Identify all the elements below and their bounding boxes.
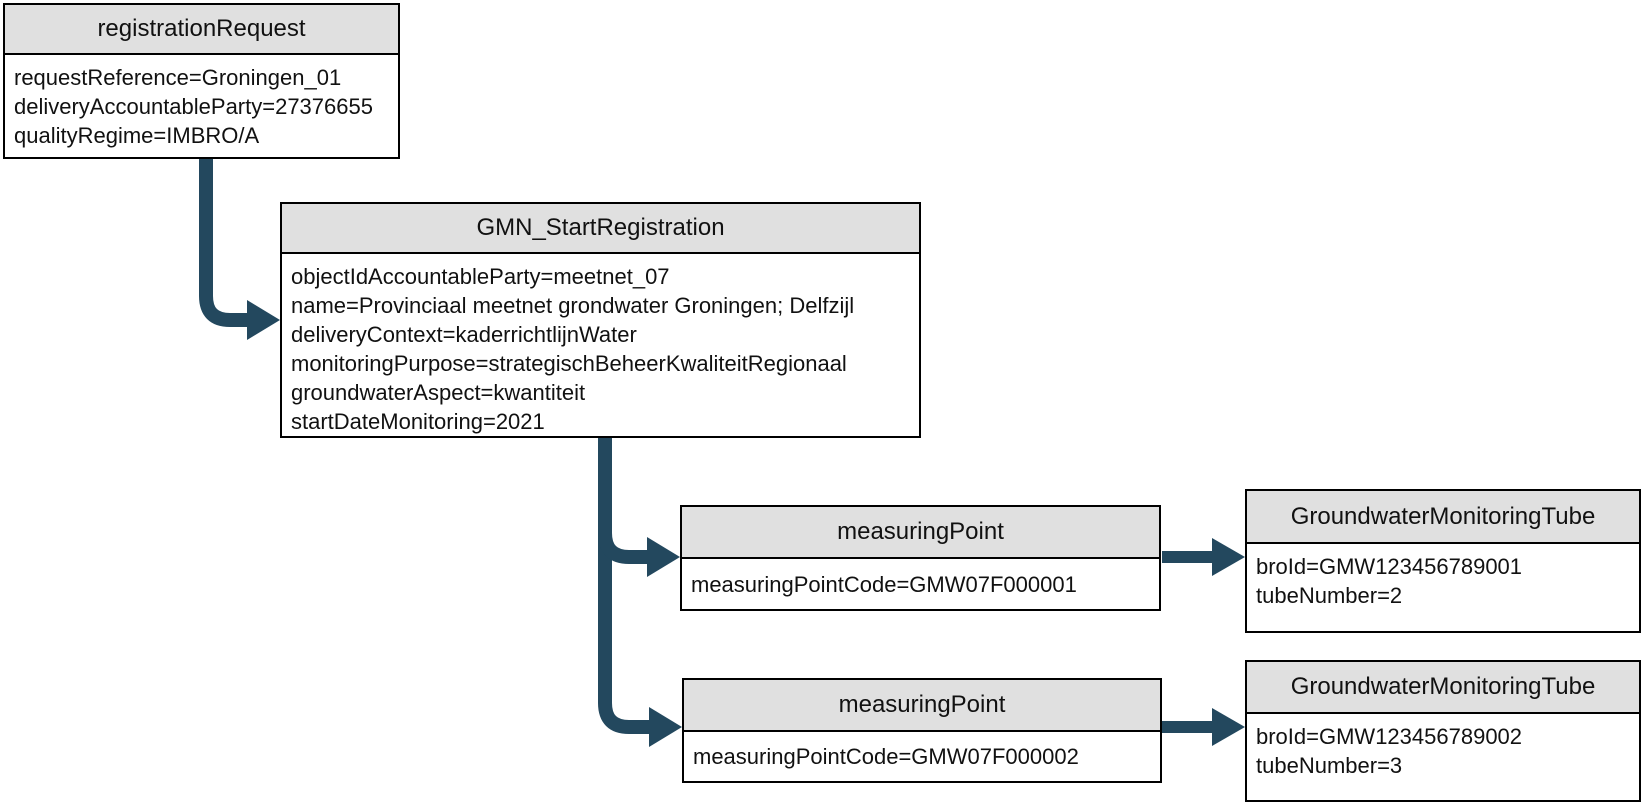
- attribute-line: measuringPointCode=GMW07F000002: [693, 744, 1079, 769]
- attribute-line: measuringPointCode=GMW07F000001: [691, 571, 1077, 597]
- node-attributes: objectIdAccountableParty=meetnet_07 name…: [282, 254, 919, 436]
- attribute-line: qualityRegime=IMBRO/A: [14, 123, 260, 148]
- attribute-line: startDateMonitoring=2021: [291, 409, 545, 434]
- attribute-line: monitoringPurpose=strategischBeheerKwali…: [291, 351, 847, 376]
- node-gmn-start-registration: GMN_StartRegistration objectIdAccountabl…: [280, 202, 921, 438]
- node-registration-request: registrationRequest requestReference=Gro…: [3, 3, 400, 159]
- node-attributes: broId=GMW123456789001 tubeNumber=2: [1247, 544, 1639, 631]
- attribute-line: broId=GMW123456789001: [1256, 554, 1523, 579]
- node-attributes: requestReference=Groningen_01 deliveryAc…: [5, 55, 398, 157]
- node-groundwater-monitoring-tube-1: GroundwaterMonitoringTube broId=GMW12345…: [1245, 489, 1641, 633]
- attribute-line: deliveryAccountableParty=27376655: [14, 94, 373, 119]
- attribute-line: tubeNumber=3: [1256, 753, 1403, 778]
- attribute-line: requestReference=Groningen_01: [14, 65, 342, 90]
- connector-request-to-gmn: [199, 158, 247, 327]
- arrowhead-measuring-point-2-to-tube-2: [1212, 708, 1245, 746]
- node-measuring-point-1: measuringPoint measuringPointCode=GMW07F…: [680, 505, 1161, 611]
- attribute-line: deliveryContext=kaderrichtlijnWater: [291, 322, 637, 347]
- node-title: measuringPoint: [684, 680, 1160, 732]
- attribute-line: broId=GMW123456789002: [1256, 724, 1523, 749]
- arrowhead-request-to-gmn: [247, 300, 280, 340]
- connector-gmn-trunk: [598, 436, 649, 734]
- node-attributes: measuringPointCode=GMW07F000001: [682, 559, 1159, 609]
- node-title: GroundwaterMonitoringTube: [1247, 491, 1639, 544]
- node-title: measuringPoint: [682, 507, 1159, 559]
- node-attributes: broId=GMW123456789002 tubeNumber=3: [1247, 714, 1639, 800]
- node-title: registrationRequest: [5, 5, 398, 55]
- node-attributes: measuringPointCode=GMW07F000002: [684, 732, 1160, 781]
- arrowhead-gmn-to-measuring-point-1: [647, 537, 680, 577]
- node-measuring-point-2: measuringPoint measuringPointCode=GMW07F…: [682, 678, 1162, 783]
- attribute-line: objectIdAccountableParty=meetnet_07: [291, 264, 670, 289]
- connector-gmn-to-measuring-point-1: [598, 505, 647, 564]
- node-groundwater-monitoring-tube-2: GroundwaterMonitoringTube broId=GMW12345…: [1245, 660, 1641, 802]
- attribute-line: name=Provinciaal meetnet grondwater Gron…: [291, 293, 855, 318]
- arrowhead-gmn-to-measuring-point-2: [649, 707, 682, 747]
- attribute-line: groundwaterAspect=kwantiteit: [291, 380, 586, 405]
- node-title: GMN_StartRegistration: [282, 204, 919, 254]
- attribute-line: tubeNumber=2: [1256, 583, 1403, 608]
- arrowhead-measuring-point-1-to-tube-1: [1212, 538, 1245, 576]
- node-title: GroundwaterMonitoringTube: [1247, 662, 1639, 714]
